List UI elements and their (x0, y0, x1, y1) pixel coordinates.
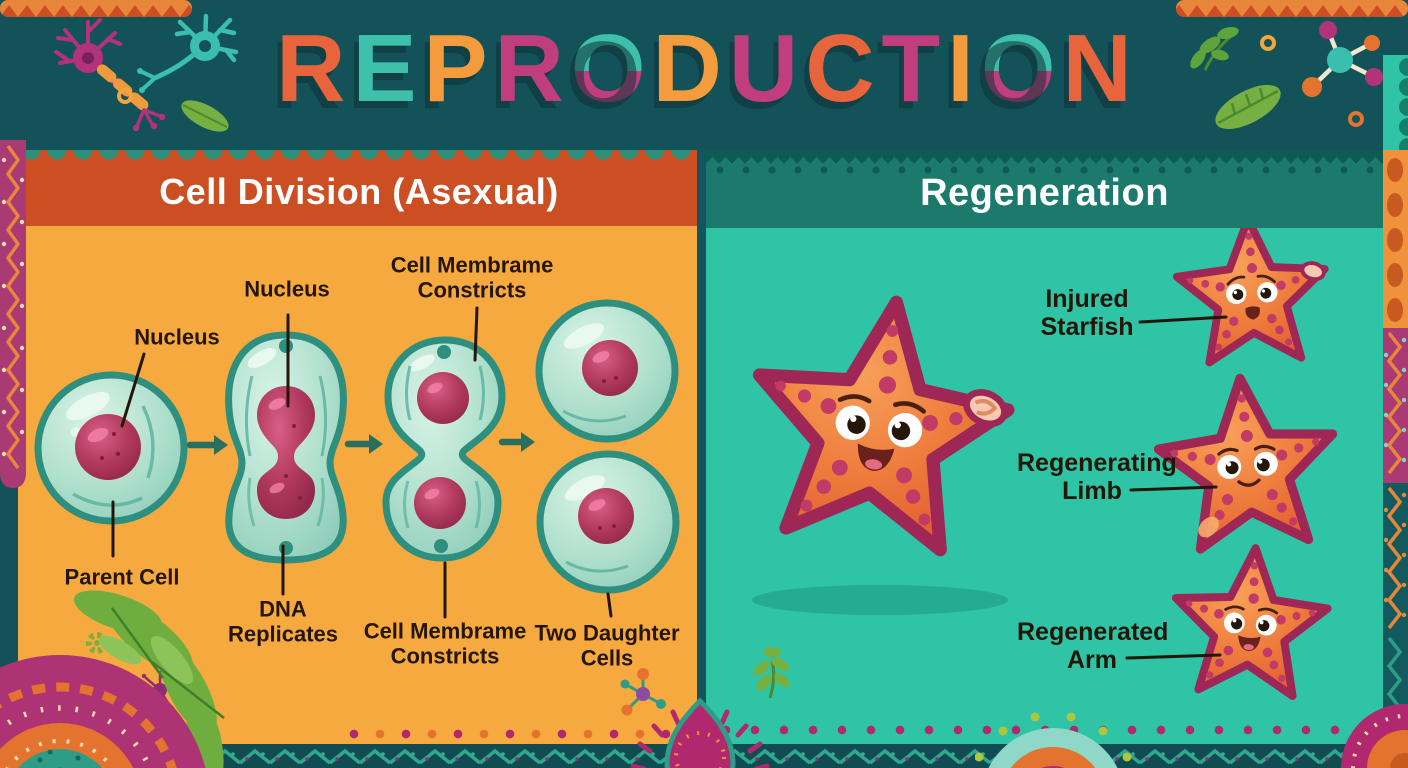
title-letter: E (352, 15, 417, 122)
label-lines (111, 306, 613, 619)
title-letter: O (570, 15, 646, 122)
label-daughter-cells: Two Daughter Cells (534, 620, 680, 670)
paisley-icon (630, 697, 770, 768)
title-letter: N (1062, 15, 1132, 122)
zigzag-border (706, 150, 1383, 176)
title-letter: P (423, 15, 488, 122)
title-letter: T (881, 15, 941, 122)
label-nucleus-1: Nucleus (134, 324, 220, 350)
mandala-icon (0, 590, 225, 768)
injury-notch-icon (1300, 261, 1326, 282)
cell-division-diagram (34, 299, 680, 716)
medallion-icon (975, 712, 1132, 768)
label-membrane-bottom: Cell Membrame Constricts (363, 618, 527, 668)
shadow (752, 585, 1008, 615)
arrow-right-icon (498, 432, 535, 452)
label-nucleus-2: Nucleus (244, 276, 330, 302)
cell-icon (34, 371, 188, 525)
starfish-icon (1170, 543, 1332, 698)
panel-regeneration: Regeneration (706, 150, 1383, 744)
title-letter: I (947, 15, 974, 122)
label-regenerating-limb: Regenerating Limb (1017, 449, 1177, 505)
leaf-icon (181, 100, 229, 132)
panel-cell-division: Cell Division (Asexual) (18, 150, 708, 744)
starfish-icon (1153, 371, 1342, 552)
injury-notch-icon (963, 389, 1008, 428)
scallop-border (18, 150, 700, 163)
panel-divider (697, 150, 706, 744)
ring-icon (1348, 111, 1364, 127)
header-right-decor (1190, 21, 1383, 130)
title-letter: C (805, 15, 875, 122)
neuron-icon (54, 18, 166, 132)
medallion-icon (1341, 704, 1408, 768)
title-letter: O (980, 15, 1056, 122)
neuron-icon (137, 13, 239, 93)
left-border-strip (0, 140, 26, 488)
leaf-icon (1215, 84, 1281, 130)
molecule-icon (1302, 21, 1383, 97)
ring-icon (117, 88, 133, 104)
panel-header-cell-division: Cell Division (Asexual) (18, 150, 700, 226)
title-letter: R (276, 15, 346, 122)
leaf-icon (753, 647, 790, 699)
title-letter: D (652, 15, 722, 122)
label-lines (1125, 315, 1228, 660)
cell-icon (535, 299, 679, 443)
label-dna-replicates: DNA Replicates (227, 596, 339, 646)
right-panel-heading: Regeneration (920, 171, 1169, 214)
label-injured-starfish: Injured Starfish (1040, 285, 1134, 341)
starfish-icon (1174, 228, 1330, 364)
cell-icon (382, 336, 506, 562)
label-regenerated-arm: Regenerated Arm (1017, 618, 1169, 674)
cell-icon (536, 450, 680, 594)
left-panel-heading: Cell Division (Asexual) (159, 171, 559, 212)
molecule-icon (620, 668, 666, 716)
leaf-icon (1190, 26, 1239, 71)
starfish-icon (739, 285, 1021, 557)
right-border-strip (1383, 55, 1408, 768)
regenerating-limb-patch (1198, 516, 1219, 538)
ring-icon (1260, 35, 1276, 51)
header-left-decor (54, 13, 239, 132)
cell-icon (225, 331, 347, 564)
top-border-ribbons (0, 0, 1408, 17)
label-parent-cell: Parent Cell (64, 564, 180, 590)
regeneration-diagram (706, 228, 1383, 744)
title-letter: U (728, 15, 799, 122)
panel-header-regeneration: Regeneration (706, 150, 1383, 228)
label-membrane-top: Cell Membrame Constricts (390, 252, 554, 302)
title-letter: R (494, 15, 564, 122)
arrow-right-icon (344, 434, 383, 454)
arrow-right-icon (186, 435, 228, 455)
dots-border (348, 728, 708, 740)
